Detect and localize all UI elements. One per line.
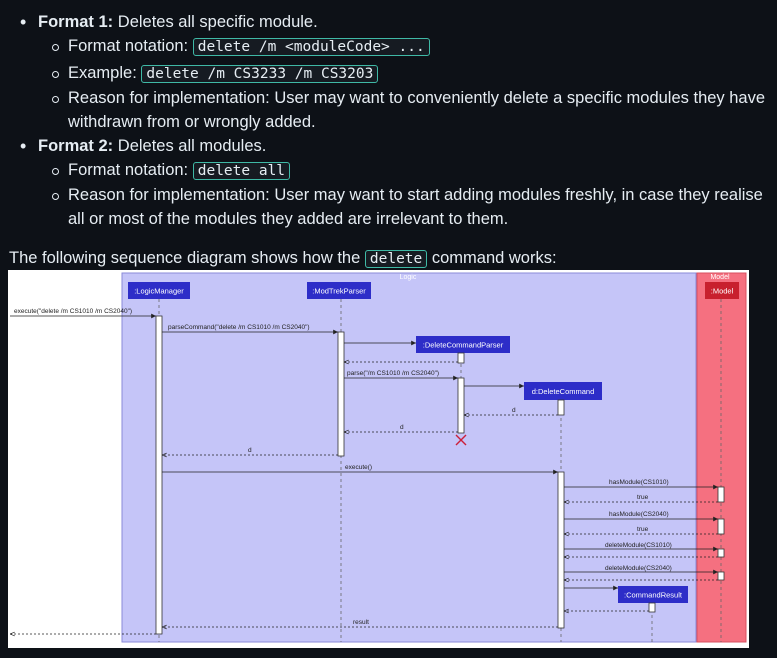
participant-delete-parser — [416, 336, 510, 353]
participant-parser — [307, 282, 371, 299]
participant-model — [705, 282, 739, 299]
participant-delete-parser-label: :DeleteCommandParser — [423, 341, 504, 350]
activation-model-2 — [717, 518, 725, 535]
format-1-example-code: delete /m CS3233 /m CS3203 — [141, 65, 379, 83]
logic-frame-title: Logic — [400, 274, 417, 281]
format-1-notation: Format notation: delete /m <moduleCode> … — [38, 34, 770, 59]
activation-delete-parser-2 — [457, 377, 465, 434]
label-ret-true-2: true — [637, 526, 649, 533]
activation-model-3 — [717, 548, 725, 558]
destroy-marker — [455, 434, 467, 446]
label-ret-d-2: d — [400, 424, 404, 431]
label-parse: parse("/m CS1010 /m CS2040") — [347, 370, 439, 377]
participant-delete-command-label: d:DeleteCommand — [532, 387, 595, 396]
activation-command-result — [648, 602, 656, 613]
label-result: result — [353, 619, 369, 626]
format-2-reason: Reason for implementation: User may want… — [38, 183, 770, 231]
format-1-desc: Deletes all specific module. — [113, 13, 318, 31]
participant-parser-label: :ModTrekParser — [312, 287, 366, 296]
notation-label: Format notation: — [68, 37, 193, 55]
format-2-notation: Format notation: delete all — [38, 158, 770, 183]
example-label: Example: — [68, 64, 142, 82]
activation-logic-manager — [155, 315, 163, 635]
label-execute: execute() — [345, 464, 372, 471]
intro-text-after: command works: — [427, 249, 557, 267]
label-delete-module-1: deleteModule(CS1010) — [605, 542, 672, 549]
notation-label: Format notation: — [68, 161, 193, 179]
format-1-example: Example: delete /m CS3233 /m CS3203 — [38, 61, 770, 86]
label-execute-call: execute("delete /m CS1010 /m CS2040") — [14, 308, 132, 315]
format-1-reason: Reason for implementation: User may want… — [38, 86, 770, 134]
format-2-item: Format 2: Deletes all modules. Format no… — [0, 134, 770, 231]
label-ret-true-1: true — [637, 494, 649, 501]
activation-delete-command-1 — [557, 399, 565, 416]
format-1-label: Format 1: — [38, 13, 114, 31]
logic-frame — [121, 272, 697, 643]
participant-command-result — [618, 586, 688, 603]
reason-text: User may want to conveniently delete a s… — [68, 89, 766, 131]
activation-delete-parser-1 — [457, 352, 465, 364]
activation-parser — [337, 331, 345, 457]
participant-logic-manager — [128, 282, 190, 299]
participant-model-label: :Model — [711, 287, 734, 296]
format-2-desc: Deletes all modules. — [113, 137, 267, 155]
model-frame-title: Model — [710, 274, 730, 281]
participant-logic-manager-label: :LogicManager — [134, 287, 184, 296]
activation-model-1 — [717, 486, 725, 503]
label-has-module-1: hasModule(CS1010) — [609, 479, 669, 486]
sequence-diagram: Logic Model :LogicManager :ModTrekParser… — [8, 270, 749, 648]
activation-delete-command-2 — [557, 471, 565, 629]
model-frame — [696, 272, 747, 643]
participant-delete-command — [524, 382, 602, 400]
activation-model-4 — [717, 571, 725, 581]
label-delete-module-2: deleteModule(CS2040) — [605, 565, 672, 572]
diagram-intro: The following sequence diagram shows how… — [9, 246, 557, 271]
intro-code: delete — [364, 250, 428, 268]
label-ret-d-3: d — [248, 447, 252, 454]
participant-command-result-label: :CommandResult — [624, 591, 683, 600]
label-parse-command: parseCommand("delete /m CS1010 /m CS2040… — [168, 324, 310, 331]
label-has-module-2: hasModule(CS2040) — [609, 511, 669, 518]
reason-label: Reason for implementation: — [68, 89, 275, 107]
formats-list: Format 1: Deletes all specific module. F… — [0, 10, 770, 231]
format-2-notation-code: delete all — [192, 162, 291, 180]
label-ret-d-1: d — [512, 407, 516, 414]
format-2-label: Format 2: — [38, 137, 114, 155]
format-1-notation-code: delete /m <moduleCode> ... — [192, 38, 430, 56]
format-1-item: Format 1: Deletes all specific module. F… — [0, 10, 770, 134]
reason-text: User may want to start adding modules fr… — [68, 186, 763, 228]
reason-label: Reason for implementation: — [68, 186, 275, 204]
intro-text: The following sequence diagram shows how… — [9, 249, 365, 267]
